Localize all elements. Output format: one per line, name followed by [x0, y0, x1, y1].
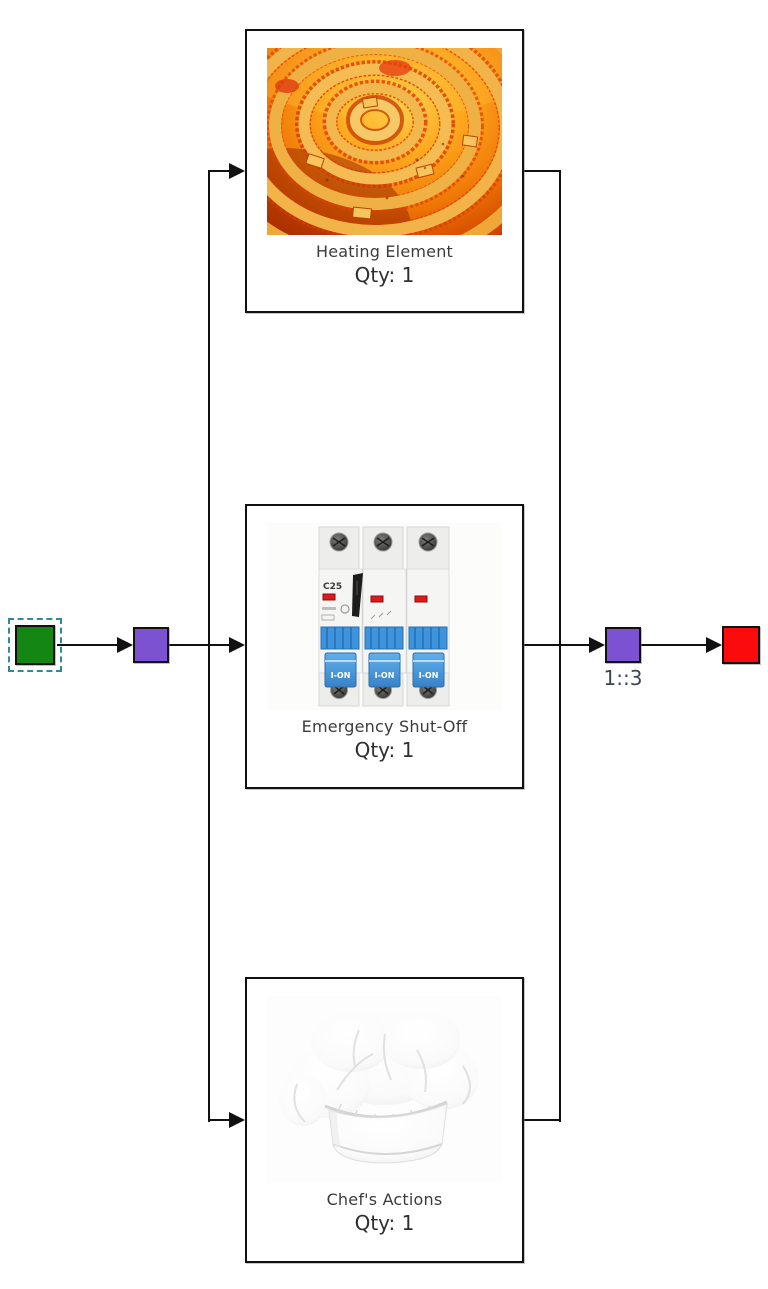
connector-bottom-block-out [523, 1119, 561, 1121]
arrowhead-into-middle-block [229, 637, 245, 653]
block-qty: Qty: 1 [354, 1211, 415, 1235]
circuit-breaker-image: C25 [267, 523, 502, 710]
join-junction-node[interactable] [605, 627, 641, 663]
connector-middle-block-to-join [523, 644, 591, 646]
connector-top-block-out [523, 170, 561, 172]
heating-element-image [267, 48, 502, 235]
join-kofn-label: 1::3 [603, 666, 643, 690]
connector-into-bottom-block [209, 1119, 231, 1121]
arrowhead-into-end [706, 637, 722, 653]
block-heating-element[interactable]: Heating Element Qty: 1 [245, 29, 524, 313]
breaker-switch-label-2: I-ON [375, 671, 395, 680]
arrowhead-into-split [117, 637, 133, 653]
connector-join-to-end [639, 644, 708, 646]
split-junction-node[interactable] [133, 627, 169, 663]
arrowhead-into-bottom-block [229, 1112, 245, 1128]
start-node[interactable] [8, 618, 62, 672]
connector-start-to-split [57, 644, 119, 646]
selection-ring [8, 618, 62, 672]
end-node[interactable] [722, 626, 760, 664]
block-qty: Qty: 1 [354, 263, 415, 287]
arrowhead-into-top-block [229, 163, 245, 179]
breaker-switch-label-1: I-ON [331, 671, 351, 680]
block-emergency-shutoff[interactable]: C25 [245, 504, 524, 789]
block-title: Emergency Shut-Off [301, 717, 468, 736]
block-title: Chef's Actions [326, 1190, 443, 1209]
block-chefs-actions[interactable]: Chef's Actions Qty: 1 [245, 977, 524, 1263]
breaker-switch-label-3: I-ON [419, 671, 439, 680]
connector-into-top-block [209, 170, 231, 172]
breaker-model-text: C25 [323, 582, 342, 592]
block-qty: Qty: 1 [354, 738, 415, 762]
chef-hat-image [267, 996, 502, 1183]
left-branch-line [208, 170, 210, 1122]
arrowhead-into-join [589, 637, 605, 653]
right-branch-line [559, 170, 561, 1122]
block-title: Heating Element [315, 242, 454, 261]
connector-split-to-middle-block [169, 644, 231, 646]
